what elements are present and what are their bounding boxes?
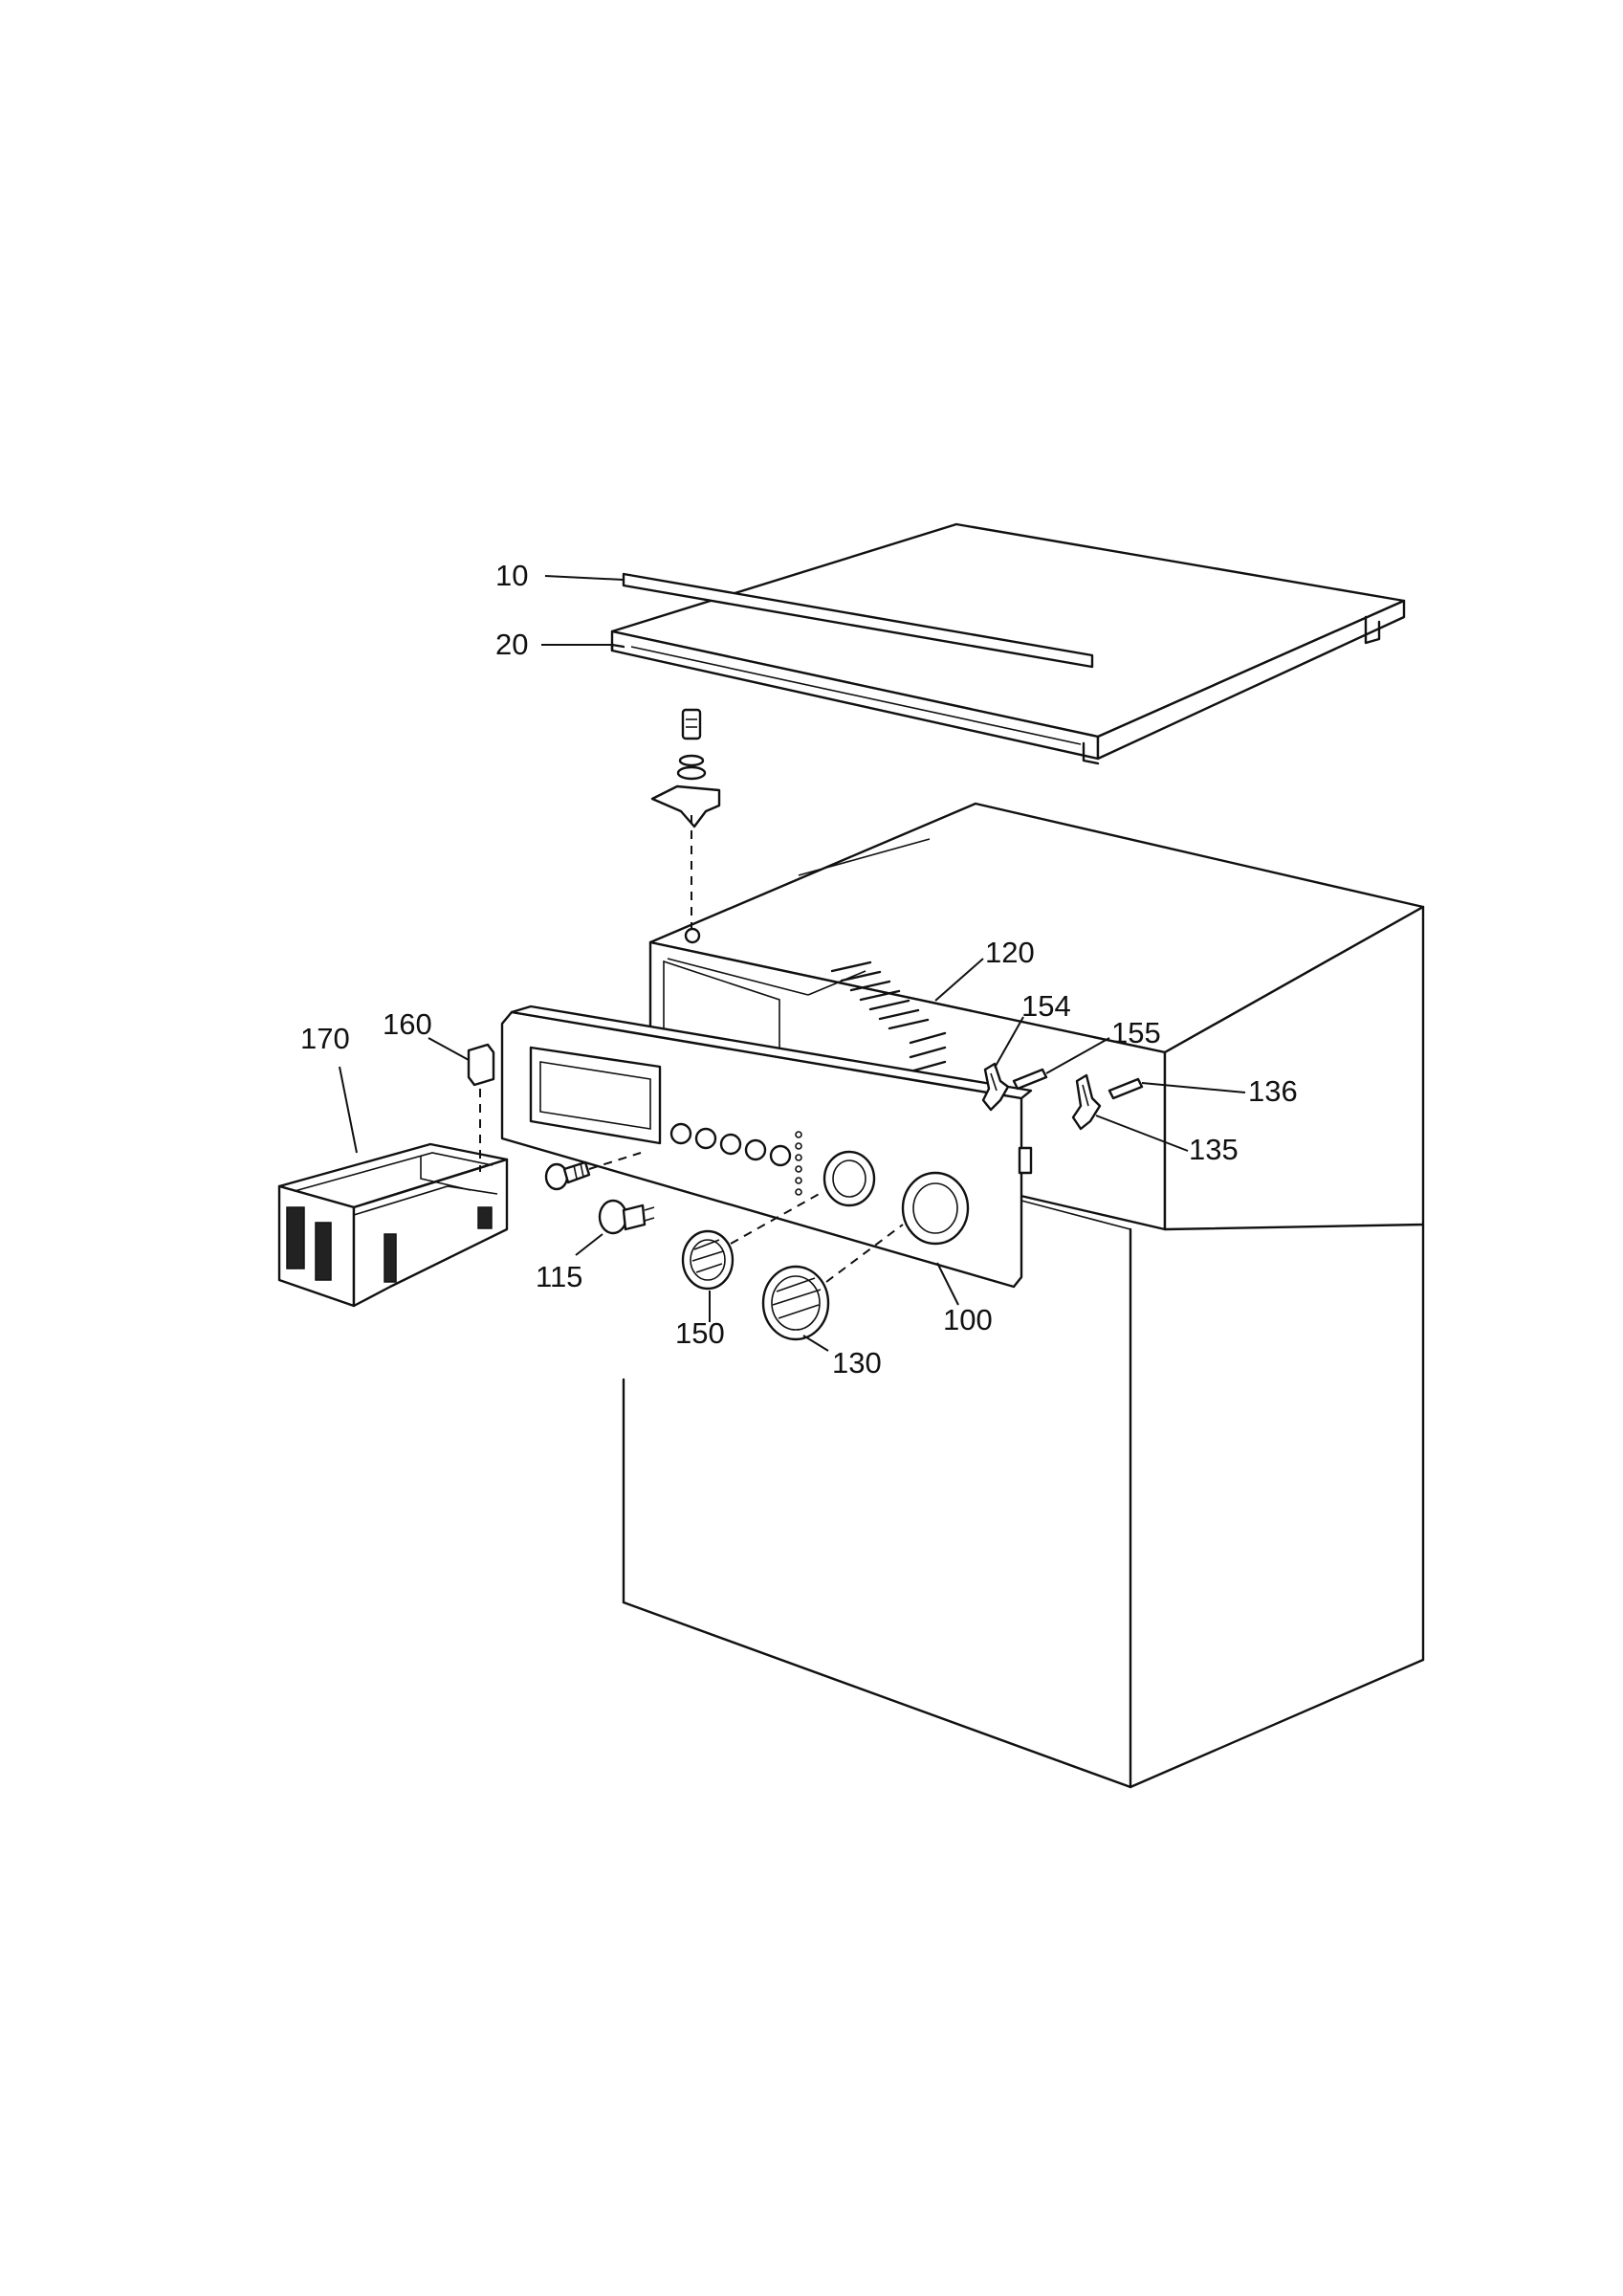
callout-115: 115 [536, 1260, 582, 1293]
small-knob [681, 1191, 823, 1291]
callout-160: 160 [383, 1007, 432, 1041]
pin-155 [1012, 1068, 1048, 1091]
callout-10: 10 [495, 559, 528, 592]
top-lid [610, 522, 1406, 765]
pin-136 [1108, 1077, 1144, 1100]
clip-part [467, 1043, 495, 1172]
indicator-lamp [598, 1199, 655, 1235]
callout-20: 20 [495, 628, 528, 661]
leader-lines [339, 575, 1246, 1352]
callout-154: 154 [1021, 989, 1071, 1023]
callout-170: 170 [300, 1022, 350, 1055]
callout-120: 120 [985, 936, 1035, 969]
control-panel [500, 1004, 1033, 1289]
callout-150: 150 [675, 1316, 725, 1350]
trim-strip [622, 572, 1094, 669]
callout-labels: 10 20 120 154 155 136 135 170 160 115 15… [300, 559, 1298, 1380]
detergent-drawer [277, 1142, 509, 1308]
large-knob [761, 1224, 904, 1341]
callout-100: 100 [943, 1303, 993, 1336]
callout-130: 130 [832, 1346, 882, 1380]
callout-135: 135 [1189, 1133, 1239, 1166]
panel-screw [544, 1152, 642, 1191]
lid-bracket [650, 708, 721, 928]
callout-155: 155 [1111, 1016, 1161, 1049]
callout-136: 136 [1248, 1074, 1298, 1108]
hinge-154 [981, 1062, 1010, 1112]
hinge-135 [1071, 1073, 1102, 1131]
